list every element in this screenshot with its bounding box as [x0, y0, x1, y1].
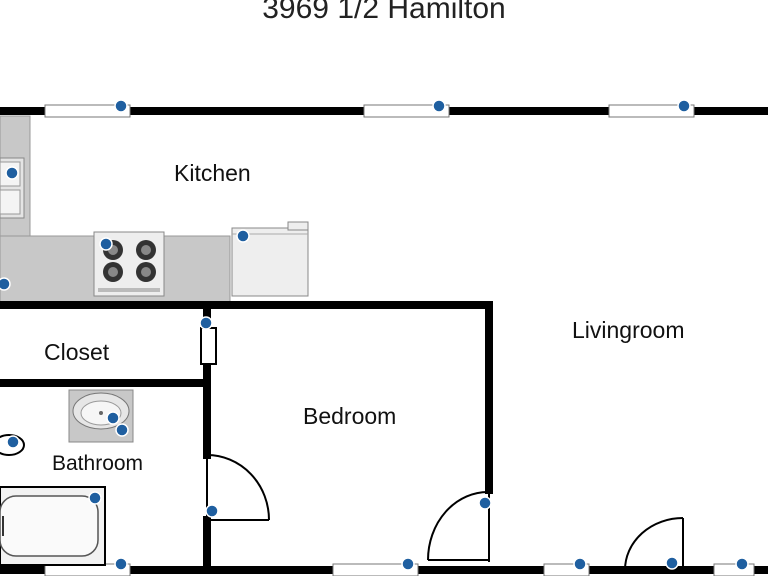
room-label-kitchen: Kitchen [174, 160, 251, 186]
door-icon [624, 517, 684, 571]
room-label-bathroom: Bathroom [52, 452, 144, 475]
kitchen-sink-icon [0, 157, 25, 219]
bathtub-icon [0, 486, 106, 566]
info-icon[interactable] [0, 99, 749, 571]
room-label-livingroom: Livingroom [572, 317, 685, 343]
room-label-closet: Closet [44, 339, 110, 365]
window-icon [44, 104, 695, 118]
stove-icon [93, 231, 165, 297]
room-label-bedroom: Bedroom [303, 403, 397, 429]
door-icon [200, 327, 217, 365]
plan-title: 3969 1/2 Hamilton [262, 0, 506, 25]
